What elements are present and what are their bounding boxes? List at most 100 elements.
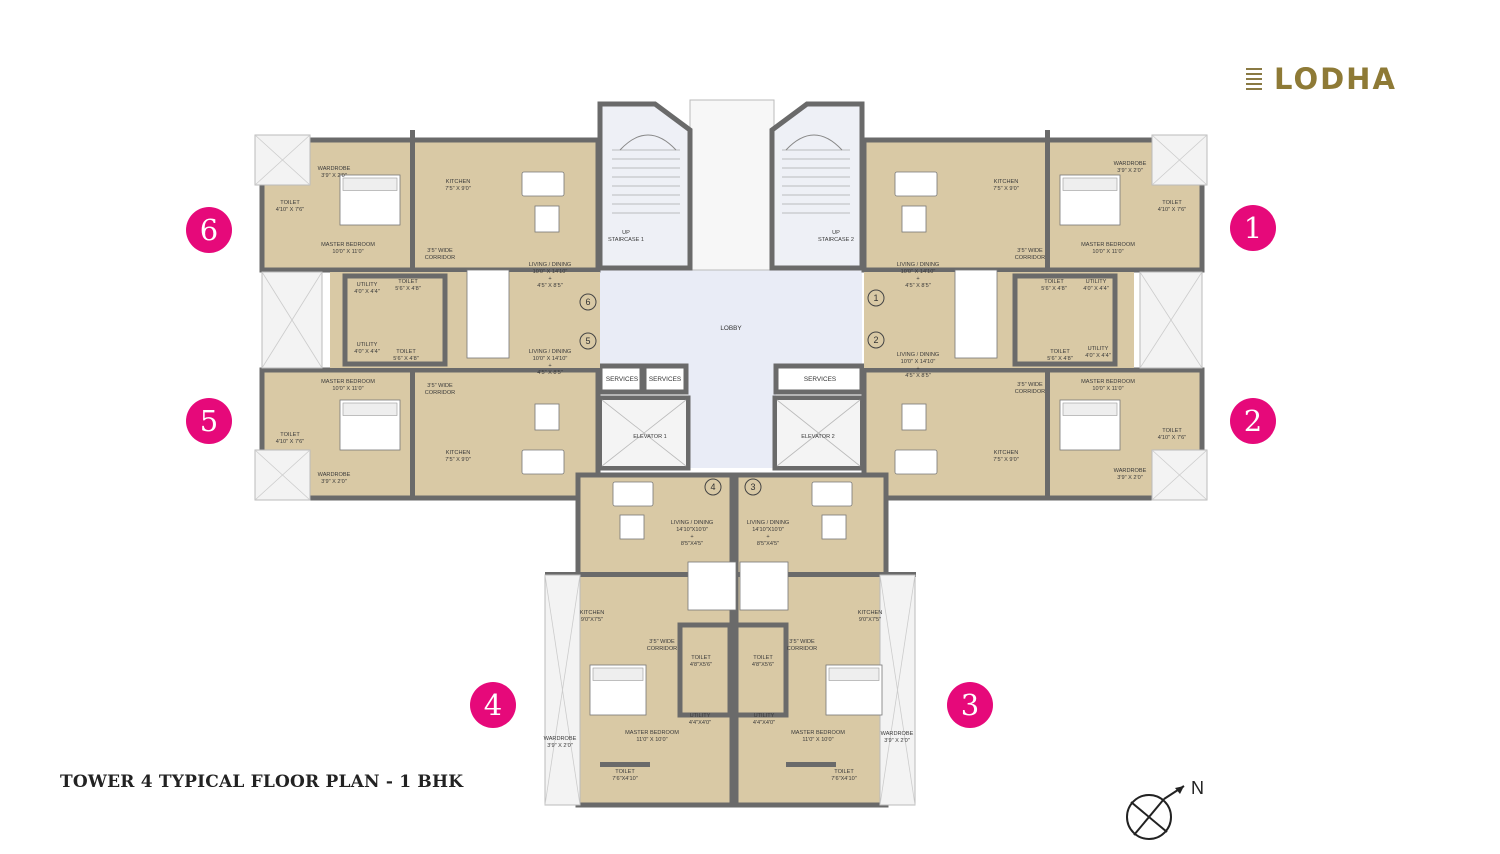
u5-wardrobe-label-line: WARDROBE: [318, 472, 351, 478]
u1-utility-label-line: 4'0" X 4'4": [1083, 286, 1108, 292]
dining-table-3: [739, 561, 789, 611]
unit-floor: [864, 140, 1202, 270]
u4-living-label-line: +: [690, 534, 693, 540]
plan-furniture: [339, 171, 1121, 716]
u1-kitchen-label-line: KITCHEN: [994, 179, 1019, 185]
elevator-cross: [776, 399, 861, 467]
u6-toilet2-label-line: TOILET: [398, 279, 418, 285]
bed-pillow: [828, 667, 880, 681]
bed-pillow: [592, 667, 644, 681]
toilet-utility-block: [342, 273, 448, 367]
u5-bedroom-label-line: 10'0" X 11'0": [332, 386, 363, 392]
u1-toilet2-label-line: TOILET: [1044, 279, 1064, 285]
u5-corridor-label-line: CORRIDOR: [425, 390, 455, 396]
staircase-2-label-line: UP: [832, 230, 840, 236]
u6-wardrobe-label-line: WARDROBE: [318, 166, 351, 172]
u2-living-label-line: 10'0" X 14'10": [901, 359, 936, 365]
partition: [410, 370, 415, 498]
u4-toilet-label-line: 7'6"X4'10": [612, 776, 637, 782]
unit-floor: [578, 475, 732, 805]
unit-badge-3: 3: [947, 682, 993, 728]
u5-toilet-label-line: 4'10" X 7'6": [276, 439, 305, 445]
u6-utility-label-line: 4'0" X 4'4": [354, 289, 379, 295]
u1-living-label-line: 4'5" X 8'5": [905, 283, 930, 289]
unit-badge-2: 2: [1230, 398, 1276, 444]
partition: [786, 762, 836, 767]
u3-corridor-label-line: CORRIDOR: [787, 646, 817, 652]
unit-number-circle: [867, 331, 885, 349]
u5-utility-label-line: 4'0" X 4'4": [354, 349, 379, 355]
u6-living-label-line: 4'5" X 8'5": [537, 283, 562, 289]
shared-wet-area: [330, 272, 600, 368]
partition: [736, 572, 916, 577]
staircase-1-label-line: UP: [622, 230, 630, 236]
lodha-logo: LODHA: [1246, 60, 1397, 98]
u4-corridor-label-line: 3'5" WIDE: [649, 639, 675, 645]
brand-name: LODHA: [1274, 62, 1397, 96]
u4-utility-label-line: UTILITY: [690, 713, 711, 719]
lobby-area: [600, 268, 862, 368]
u1-toilet-label-line: TOILET: [1162, 200, 1182, 206]
sofa-2: [894, 449, 938, 475]
toilet-4: [677, 622, 733, 718]
services-label-2-line: SERVICES: [649, 376, 681, 383]
u5-living-label-line: 4'5" X 8'5": [537, 370, 562, 376]
armchair-6: [534, 205, 560, 233]
u4-bedroom-label-line: MASTER BEDROOM: [625, 730, 679, 736]
u4-wardrobe-label-line: 3'9" X 2'0": [547, 743, 572, 749]
u3-wardrobe-label-line: 3'9" X 2'0": [884, 738, 909, 744]
lobby-label-line: LOBBY: [720, 325, 742, 332]
unit-outline: [861, 137, 1205, 273]
north-label: N: [1191, 778, 1204, 798]
u1-utility-label-line: UTILITY: [1086, 279, 1107, 285]
u6-toilet2-label-line: 5'6" X 4'8": [395, 286, 420, 292]
u3-toilet-label-line: TOILET: [834, 769, 854, 775]
u3-bedroom-label-line: MASTER BEDROOM: [791, 730, 845, 736]
u1-bedroom-label-line: MASTER BEDROOM: [1081, 242, 1135, 248]
u4-toilet-label-line: TOILET: [615, 769, 635, 775]
unit-number-6: 6: [585, 297, 590, 307]
armchair-5: [534, 403, 560, 431]
u4-kitchen-label-line: KITCHEN: [580, 610, 605, 616]
sofa-1: [894, 171, 938, 197]
elevator-1-label: ELEVATOR 1: [633, 434, 667, 440]
unit-outline: [259, 367, 601, 501]
u2-utility-label-line: 4'0" X 4'4": [1085, 353, 1110, 359]
logo-mark-icon: [1246, 68, 1262, 90]
u5-living-label-line: 10'0" X 14'10": [533, 356, 568, 362]
bed-pillow: [342, 402, 398, 416]
unit-number-circle: [867, 289, 885, 307]
u4-corridor-label-line: CORRIDOR: [647, 646, 677, 652]
armchair-3: [821, 514, 847, 540]
u6-living-label-line: +: [548, 276, 551, 282]
unit-number-circle: [579, 332, 597, 350]
u6-kitchen-label-line: 7'5" X 9'0": [445, 186, 470, 192]
u1-kitchen-label-line: 7'5" X 9'0": [993, 186, 1018, 192]
u2-toilet2-label-line: 5'6" X 4'8": [1047, 356, 1072, 362]
north-compass-icon: [1126, 785, 1185, 840]
u3-bedroom-label-line: 11'0" X 10'0": [802, 737, 833, 743]
u1-wardrobe-label-line: 3'9" X 2'0": [1117, 168, 1142, 174]
partition: [545, 572, 735, 577]
u2-corridor-label-line: 3'5" WIDE: [1017, 382, 1043, 388]
